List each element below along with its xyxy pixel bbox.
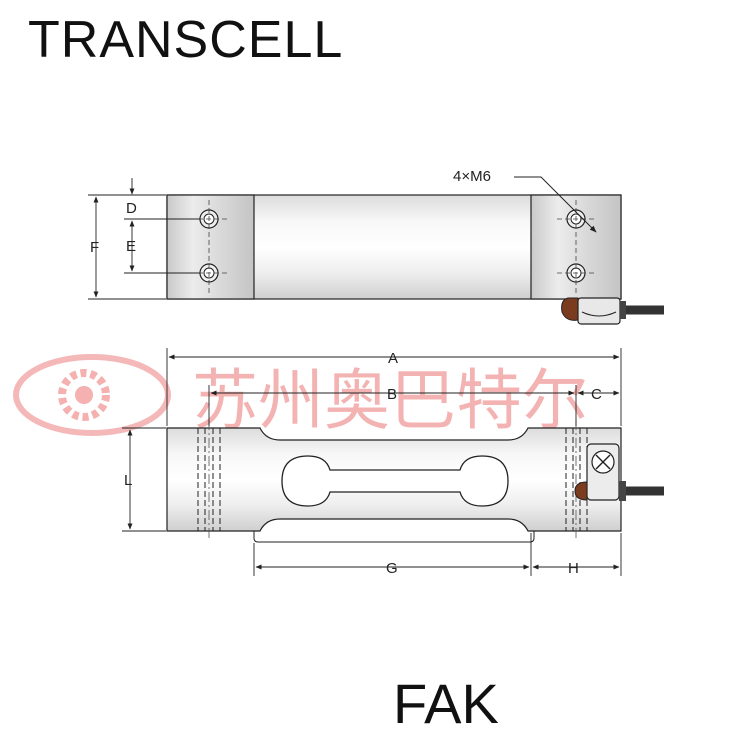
model-label: FAK: [393, 672, 499, 735]
dim-label-c: C: [591, 386, 602, 403]
top-view: 4×M6 F D E: [88, 168, 664, 325]
dumbbell-slot: [281, 455, 509, 507]
callout-leader: [514, 176, 591, 227]
cable-gland-seal-side: [574, 481, 588, 501]
dimension-lines-top: [88, 178, 200, 300]
cable-grommet: [620, 301, 626, 319]
dim-label-a: A: [388, 350, 398, 367]
watermark-text: 苏州奥巴特尔: [192, 362, 588, 439]
dim-label-g: G: [386, 560, 398, 577]
dim-label-e: E: [126, 238, 136, 255]
dim-label-f: F: [90, 239, 99, 256]
thread-callout: 4×M6: [453, 168, 491, 185]
dim-label-d: D: [126, 200, 137, 217]
cable-clamp-band: [581, 311, 617, 317]
dimension-lines-side: [122, 348, 622, 576]
cable-gland-seal: [561, 297, 579, 321]
cable-grommet-side: [619, 481, 626, 501]
dim-label-h: H: [568, 560, 579, 577]
dim-label-b: B: [387, 386, 397, 403]
hole-centerlines: [208, 420, 577, 540]
side-view: A B C L G H: [122, 348, 664, 577]
brand-title: TRANSCELL: [28, 11, 344, 69]
watermark-logo-hub: [75, 386, 93, 404]
gear-icon: [58, 369, 110, 421]
watermark-logo-ring: [13, 354, 171, 436]
centerlines: [190, 200, 597, 295]
cable-clamp: [577, 297, 621, 325]
hidden-hole-lines: [197, 428, 588, 531]
side-view-base: [253, 531, 535, 543]
dim-label-l: L: [124, 472, 132, 489]
watermark: 苏州奥巴特尔: [13, 354, 588, 439]
